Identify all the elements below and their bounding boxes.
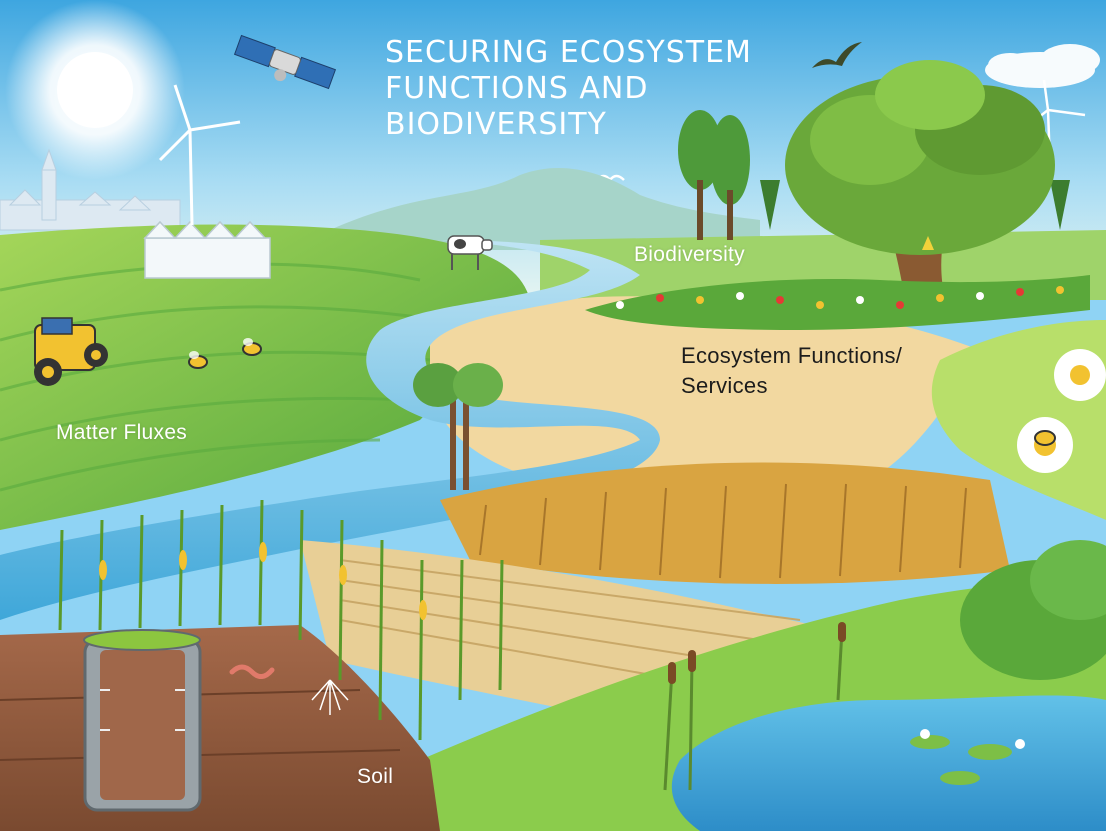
cloud-icon	[985, 44, 1100, 88]
tree-icon	[413, 363, 503, 490]
lysimeter-icon	[83, 629, 202, 812]
sun-icon	[5, 0, 185, 180]
greenhouse-icon	[143, 220, 271, 279]
bee-icon	[188, 351, 208, 369]
roots	[311, 679, 349, 715]
title-line-1: SECURING ECOSYSTEM	[385, 35, 752, 70]
village	[0, 148, 181, 231]
wheat-field	[440, 462, 1010, 584]
soil-label: Soil	[357, 765, 394, 788]
wind-turbine-icon	[158, 84, 241, 226]
title-line-3: BIODIVERSITY	[385, 107, 607, 142]
bee-icon	[242, 338, 262, 356]
flower-icon	[585, 275, 1090, 330]
page-title: SECURING ECOSYSTEM FUNCTIONS AND BIODIVE…	[385, 35, 785, 143]
cattail-icon	[663, 622, 846, 791]
title-line-2: FUNCTIONS AND	[385, 71, 649, 106]
bird-icon	[812, 42, 862, 68]
bee-icon	[1034, 430, 1056, 446]
matter-fluxes-label: Matter Fluxes	[56, 421, 188, 444]
river	[0, 240, 660, 620]
corn-cobs	[99, 542, 427, 620]
satellite-icon	[233, 34, 337, 90]
pond	[671, 695, 1106, 831]
mountains	[330, 167, 760, 250]
ecosystem-area	[430, 296, 980, 495]
bush-icon	[960, 540, 1106, 680]
tractor-icon	[34, 317, 108, 386]
cow-icon	[447, 235, 493, 270]
ecosystem-label-line-1: Ecosystem Functions/	[681, 343, 903, 368]
ecosystem-label-line-2: Services	[681, 373, 768, 398]
worm-icon	[229, 664, 275, 679]
corn-field	[58, 499, 504, 741]
biodiversity-label: Biodiversity	[634, 243, 745, 266]
tree-icon	[785, 60, 1055, 300]
green-field	[0, 224, 530, 531]
forest	[678, 110, 1070, 240]
wheat-stalks	[479, 483, 967, 579]
ecosystem-functions-label: Ecosystem Functions/ Services	[681, 341, 902, 401]
water-lily-icon	[910, 729, 1025, 785]
furrows	[339, 559, 801, 681]
